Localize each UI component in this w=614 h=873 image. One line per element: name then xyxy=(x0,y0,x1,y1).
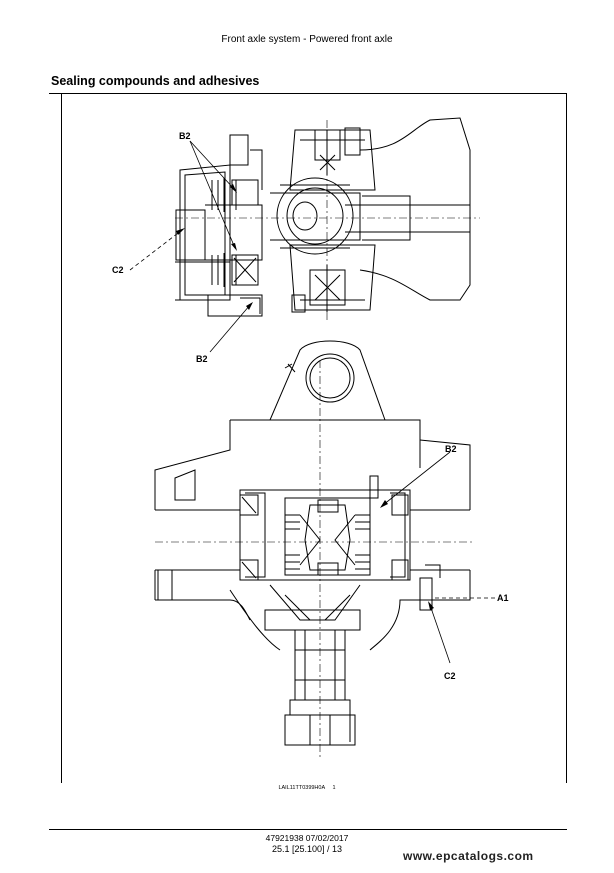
callout-c2-left: C2 xyxy=(112,265,124,275)
footer-rule xyxy=(49,829,567,830)
page-header-title: Front axle system - Powered front axle xyxy=(221,34,393,45)
section-title: Sealing compounds and adhesives xyxy=(51,74,260,88)
hub-assembly-drawing xyxy=(175,117,471,317)
callout-b2-right: B2 xyxy=(445,444,457,454)
footer-page-number: 25.1 [25.100] / 13 xyxy=(271,844,343,854)
figure-caption-code: LAIL11TT0399H0A xyxy=(278,785,325,791)
axle-technical-drawing: B2 C2 B2 B2 A1 C2 xyxy=(112,117,509,760)
callout-b2-top: B2 xyxy=(179,131,191,141)
figure-frame xyxy=(61,94,567,783)
footer-doc-id: 47921938 07/02/2017 xyxy=(265,833,349,843)
figure-caption-number: 1 xyxy=(332,785,336,791)
callout-a1: A1 xyxy=(497,593,509,603)
callout-b2-mid: B2 xyxy=(196,354,208,364)
figure-caption: LAIL11TT0399H0A 1 xyxy=(0,785,614,791)
callout-c2-bottom: C2 xyxy=(444,671,456,681)
differential-housing-drawing xyxy=(154,340,471,746)
header-rule xyxy=(49,93,567,94)
watermark: www.epcatalogs.com xyxy=(403,849,534,863)
